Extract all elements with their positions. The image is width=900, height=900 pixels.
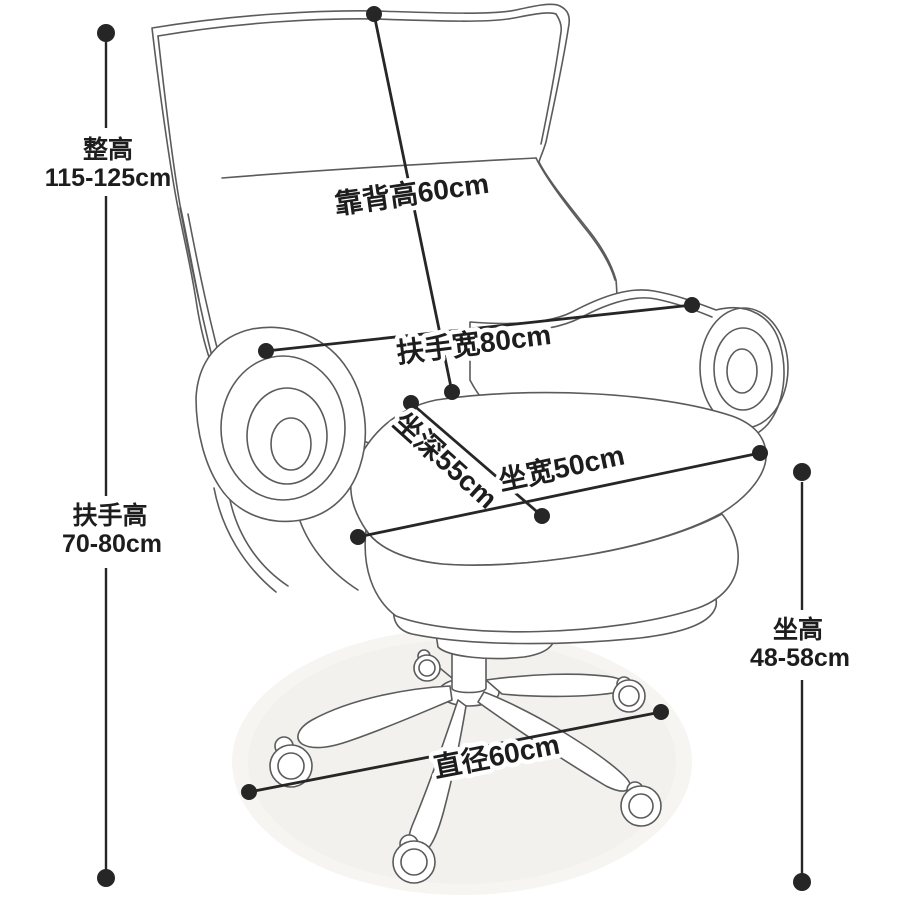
base-leg-right [485, 673, 627, 698]
caster-left [269, 736, 313, 788]
dim-dot [241, 784, 257, 800]
dim-dot [366, 6, 382, 22]
armrest-height-value: 70-80cm [62, 530, 162, 558]
caster-right [612, 676, 646, 713]
armrest-left-outline [195, 326, 367, 523]
dim-dot [258, 343, 274, 359]
dim-seat-height: 坐高 48-58cm [750, 463, 850, 891]
armrest-left-fold-2 [229, 499, 289, 587]
armrest-right-scroll-inner [726, 348, 758, 394]
dim-line-segment [248, 710, 662, 794]
dim-dot [793, 873, 811, 891]
caster-front-right [620, 781, 662, 827]
overall-height-value: 115-125cm [45, 164, 172, 192]
backrest-seam-right [535, 157, 616, 281]
backrest-piping-right [540, 13, 563, 145]
dim-armrest-height: 扶手高 70-80cm [62, 501, 162, 887]
dim-line-segment [265, 303, 693, 353]
armrest-left-fold-1 [213, 487, 277, 593]
armrest-left-scroll-mid [246, 387, 328, 485]
chair-illustration [151, 3, 789, 895]
dim-overall-height: 整高 115-125cm [45, 24, 172, 496]
backrest-piping-top [157, 12, 557, 37]
armrest-right-scroll-mid [713, 327, 773, 411]
dim-dot [684, 297, 700, 313]
armrest-height-name: 扶手高 [72, 501, 147, 530]
backrest-seam [221, 157, 537, 179]
dim-dot [97, 24, 115, 42]
armrest-left-fold-3 [299, 520, 359, 591]
armrest-left [195, 326, 367, 593]
seat-height-name: 坐高 [773, 615, 823, 644]
base-leg-left [297, 685, 453, 749]
dim-dot [793, 463, 811, 481]
dim-dot [97, 869, 115, 887]
seat-height-value: 48-58cm [750, 644, 850, 672]
seat [350, 391, 767, 633]
dim-dot [403, 395, 419, 411]
caster-front [392, 834, 436, 884]
dim-dot [350, 529, 366, 545]
seat-front-face [364, 513, 739, 633]
armrest-left-scroll-outer [220, 355, 346, 501]
caster-back [413, 649, 441, 682]
dim-dot [653, 704, 669, 720]
dim-dot [534, 508, 550, 524]
overall-height-name: 整高 [83, 135, 133, 164]
dim-dot [752, 445, 768, 461]
dim-line-segment [410, 401, 543, 518]
armrest-left-scroll-inner [270, 417, 312, 471]
dim-dot [444, 384, 460, 400]
dim-line-segment [372, 13, 454, 393]
dim-line-segment [357, 451, 761, 539]
